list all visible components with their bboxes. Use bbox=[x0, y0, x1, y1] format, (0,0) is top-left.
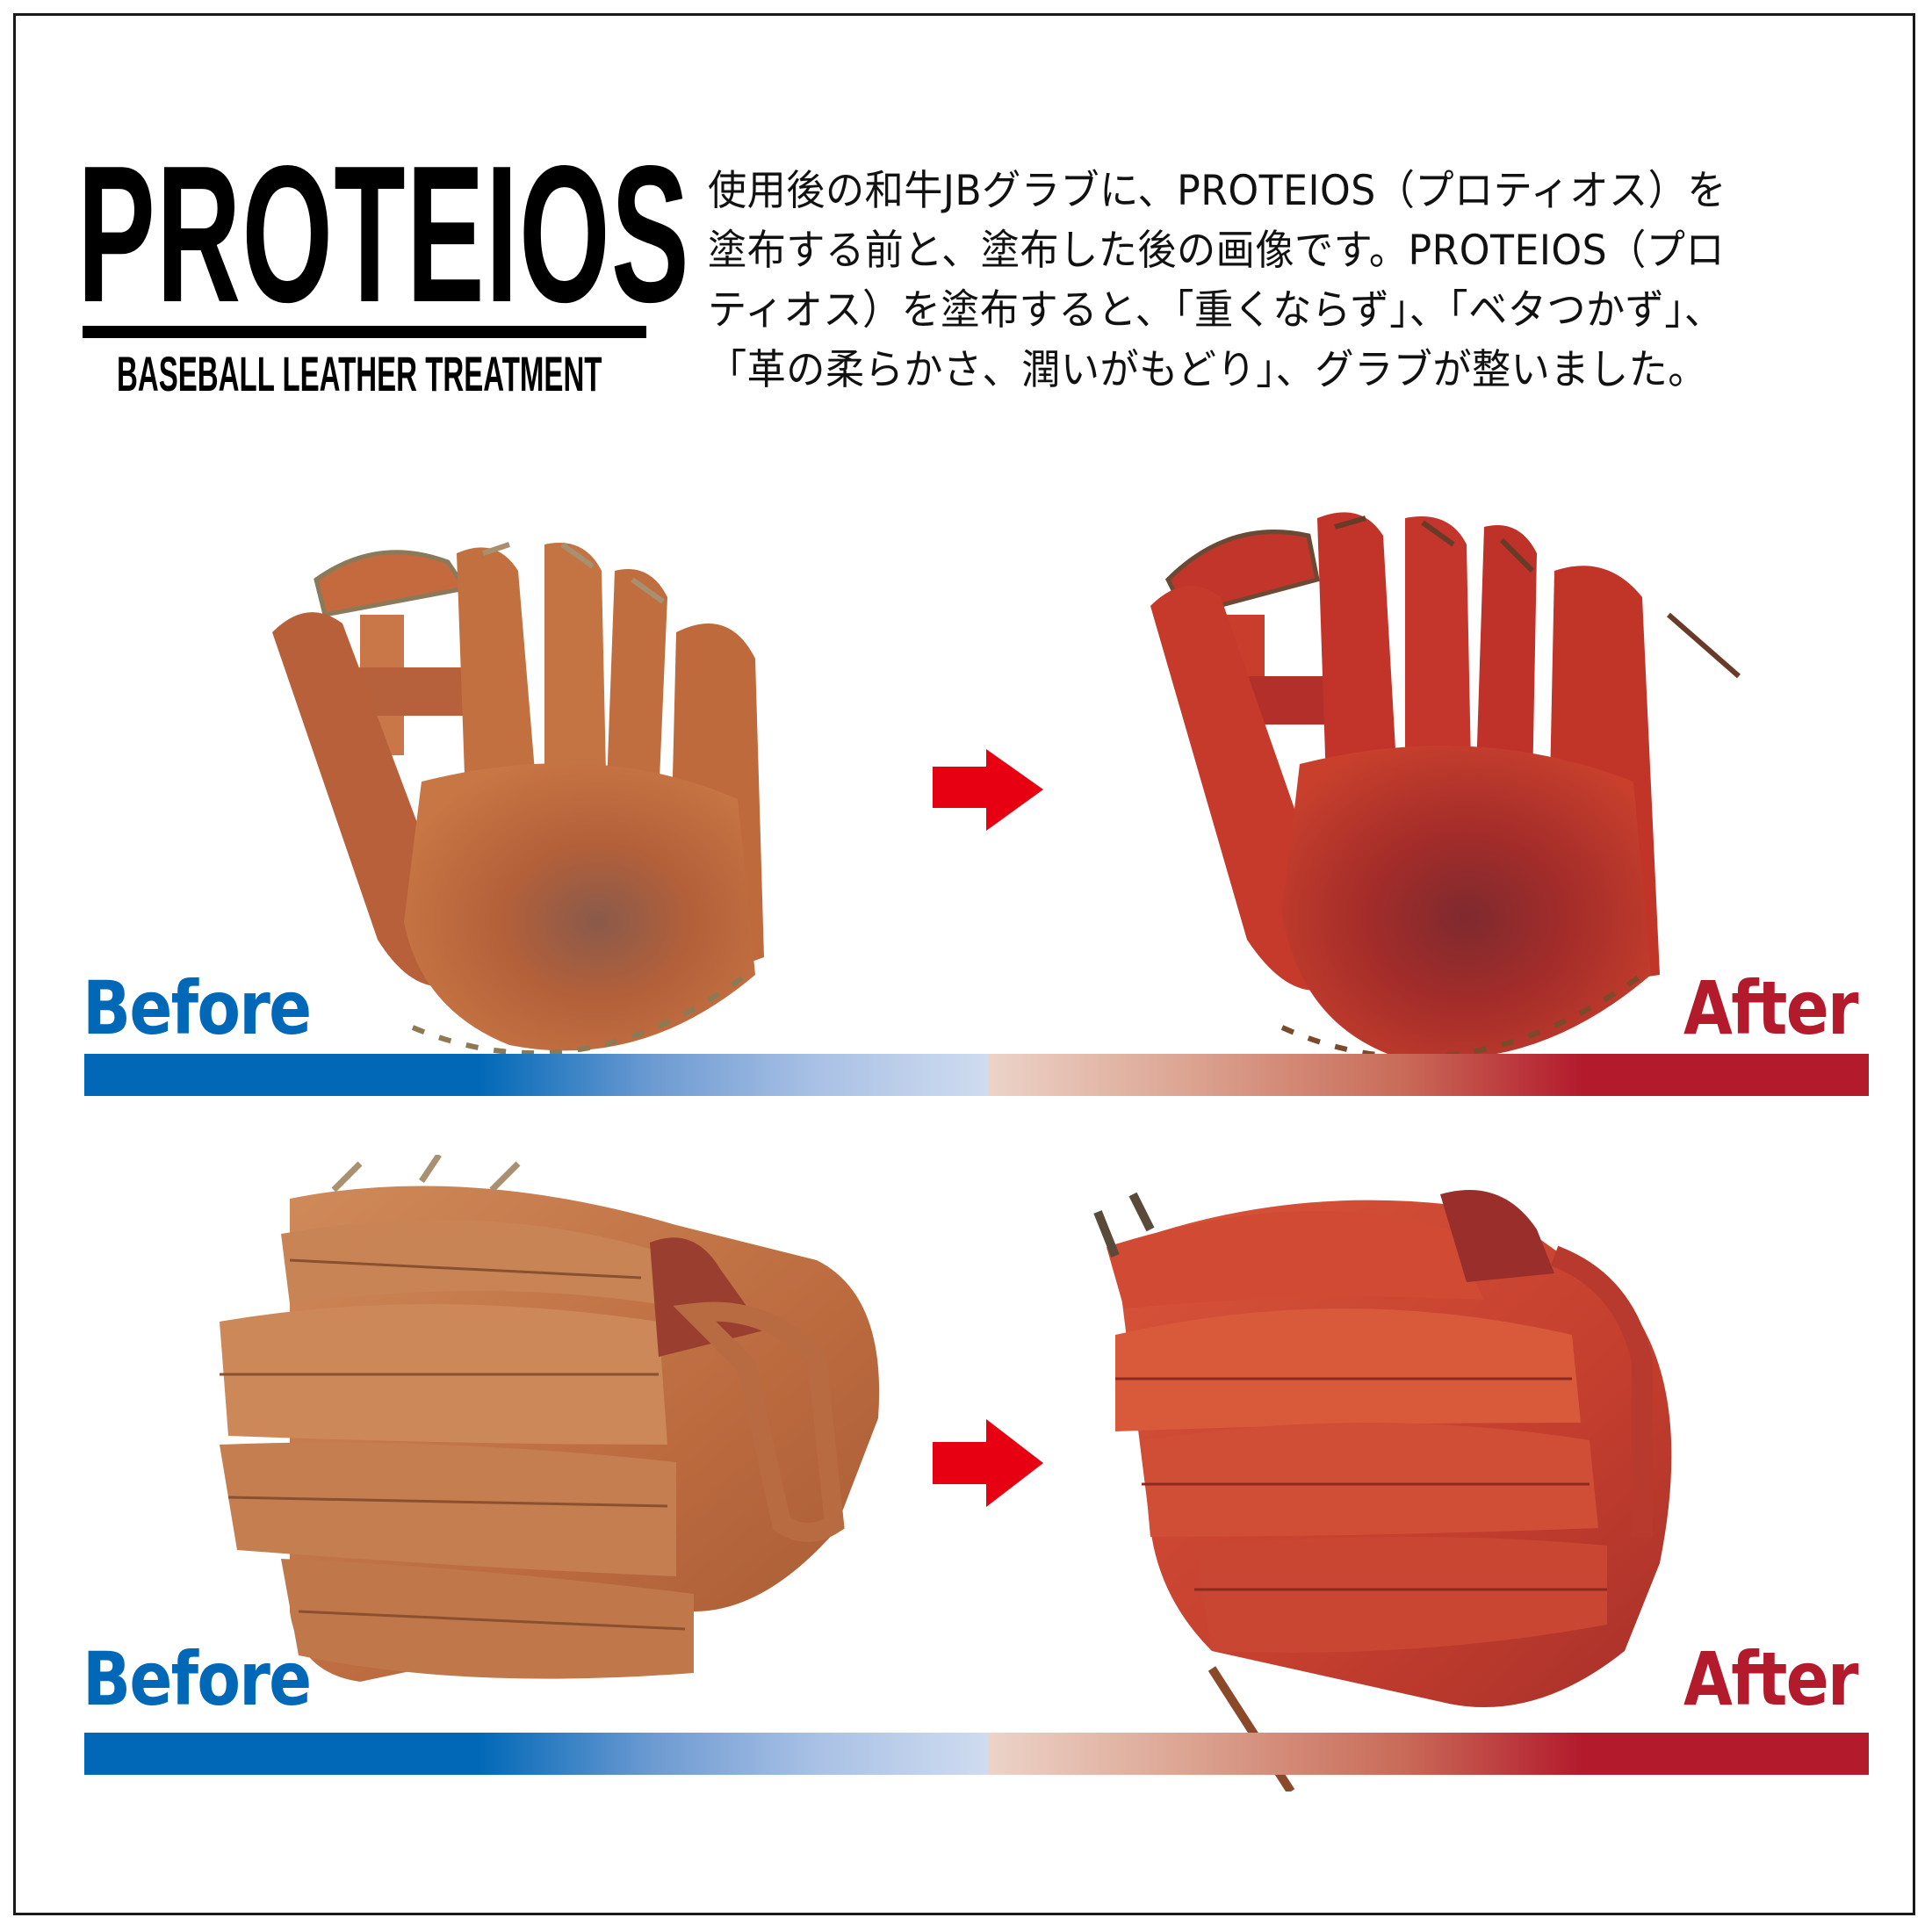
after-label: After bbox=[1683, 965, 1859, 1051]
after-label: After bbox=[1683, 1636, 1859, 1722]
right-arrow-icon bbox=[933, 1419, 1043, 1507]
glove-back-before-image bbox=[220, 1155, 880, 1682]
before-after-gradient-bar bbox=[84, 1733, 1869, 1775]
brand-underline bbox=[83, 326, 646, 338]
before-label: Before bbox=[83, 965, 312, 1051]
glove-palm-after-image bbox=[1150, 512, 1741, 1060]
right-arrow-icon bbox=[933, 749, 1043, 831]
description-line: ティオス）を塗布すると、「重くならず」、「ベタつかず」、 bbox=[708, 286, 1724, 335]
brand-subtitle: BASEBALL LEATHER TREATMENT bbox=[117, 346, 602, 401]
page-frame bbox=[13, 13, 1915, 1915]
description-line: 塗布する前と、塗布した後の画像です。PROTEIOS（プロ bbox=[708, 227, 1726, 275]
glove-back-after-image bbox=[1093, 1190, 1672, 1791]
description-line: 「革の柔らかさ、潤いがもどり」、グラブが整いました。 bbox=[708, 346, 1707, 394]
description: 使用後の和牛JBグラブに、PROTEIOS（プロティオス）を 塗布する前と、塗布… bbox=[708, 162, 1885, 400]
before-after-gradient-bar bbox=[84, 1054, 1869, 1096]
glove-palm-before-image bbox=[272, 542, 764, 1056]
description-line: 使用後の和牛JBグラブに、PROTEIOS（プロティオス）を bbox=[708, 167, 1727, 215]
before-label: Before bbox=[83, 1636, 312, 1722]
brand-title: PROTEIOS bbox=[77, 126, 690, 343]
